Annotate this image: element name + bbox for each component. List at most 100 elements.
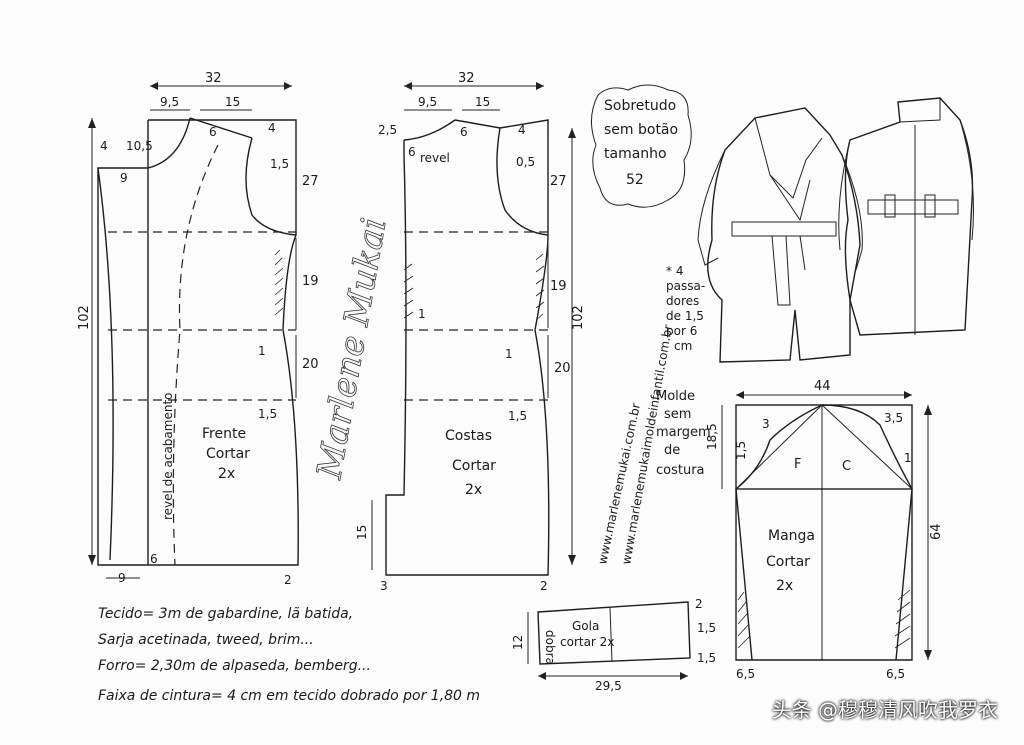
back-waist-in-label: 1 [418, 307, 426, 321]
sleeve-qty: 2x [776, 578, 793, 594]
molde-note: Molde sem margem de costura [656, 389, 711, 478]
belt-note-5: por 6 [666, 324, 697, 338]
sleeve-front-letter: F [794, 457, 801, 472]
back-facing-label: revel [420, 151, 450, 165]
sleeve-back-curve-label: 3,5 [884, 411, 903, 425]
front-shoulder-drop-label: 4 [268, 121, 276, 135]
fabric-notes: Tecido= 3m de gabardine, lã batida, Sarj… [98, 606, 480, 704]
front-qty: 2x [218, 466, 235, 482]
title-line-1: Sobretudo [604, 98, 676, 114]
belt-note-3: dores [666, 294, 699, 308]
back-bottom-right-label: 2 [540, 579, 548, 593]
notes-line-3: Forro= 2,30m de alpaseda, bemberg... [98, 658, 371, 674]
back-bottom-left-label: 3 [380, 579, 388, 593]
back-hem-adj-label: 1,5 [508, 409, 527, 423]
back-shoulder-drop-label: 4 [518, 123, 526, 137]
back-neck-label: 9,5 [418, 95, 437, 109]
sleeve-length-label: 64 [929, 523, 944, 540]
back-hip-label: 20 [554, 361, 571, 376]
title-cloud: Sobretudo sem botão tamanho 52 [591, 84, 692, 208]
back-neck-drop-label: 2,5 [378, 123, 397, 137]
back-waist-hatch-left [403, 263, 414, 319]
front-waist-label: 19 [302, 274, 319, 289]
front-bottom-right-label: 2 [284, 573, 292, 587]
belt-note-6: cm [674, 339, 692, 353]
belt-note-4: de 1,5 [666, 309, 704, 323]
sleeve-cap-label: 18,5 [705, 423, 719, 450]
belt-note: * 4 passa- dores de 1,5 por 6 cm [666, 264, 705, 353]
collar-cut: cortar 2x [560, 635, 614, 649]
collar-piece: dobra Gola cortar 2x 12 29,5 2 1,5 1,5 [511, 597, 716, 693]
collar-width-label: 29,5 [595, 679, 622, 693]
belt-note-2: passa- [666, 279, 705, 293]
front-name: Frente [202, 426, 246, 442]
back-arm-adj-label: 0,5 [516, 155, 535, 169]
back-name: Costas [445, 428, 492, 444]
front-facing-width-label: 6 [150, 552, 158, 566]
back-hip-in-label: 1 [505, 347, 513, 361]
molde-note-2: sem [664, 407, 691, 422]
back-waist-label: 19 [550, 279, 567, 294]
back-piece: 32 9,5 15 6 4 2,5 6 revel 0,5 27 19 20 1… [355, 71, 586, 593]
back-shoulder-label: 15 [475, 95, 490, 109]
sleeve-cut: Cortar [766, 554, 810, 570]
back-qty: 2x [465, 482, 482, 498]
back-collar-mark-label: 6 [408, 145, 416, 159]
front-hip-in-label: 1 [258, 344, 266, 358]
front-side-neck-label: 4 [100, 139, 108, 153]
molde-note-1: Molde [656, 389, 695, 404]
molde-note-5: costura [656, 463, 705, 478]
sleeve-name: Manga [768, 528, 815, 544]
back-slit-label: 15 [355, 525, 369, 540]
molde-note-4: de [664, 443, 680, 458]
sleeve-hatch-left [737, 591, 751, 649]
front-shoulder-label: 15 [225, 95, 240, 109]
front-neck-drop-label: 10,5 [126, 139, 153, 153]
front-facing-label: revel de acabamento [161, 393, 175, 521]
front-width-label: 32 [205, 71, 222, 86]
notes-line-2: Sarja acetinada, tweed, brim... [98, 632, 314, 648]
front-hip-label: 20 [302, 357, 319, 372]
front-length-label: 102 [77, 305, 92, 330]
collar-name: Gola [572, 619, 599, 633]
back-armhole-label: 27 [550, 174, 567, 189]
sleeve-hatch-right [894, 589, 911, 649]
front-neck-label: 9,5 [160, 95, 179, 109]
sleeve-right-adj-label: 1 [904, 451, 912, 465]
watermark: 头条 @穆穆清风吹我罗衣 [771, 698, 998, 722]
back-waist-hatch-right [535, 253, 545, 321]
belt-note-1: * 4 [666, 264, 683, 278]
sleeve-left-adj-label: 1,5 [734, 441, 748, 460]
collar-right-adj-1-label: 1,5 [697, 621, 716, 635]
front-arm-adj-label: 1,5 [270, 157, 289, 171]
collar-right-adj-2-label: 1,5 [697, 651, 716, 665]
notes-line-1: Tecido= 3m de gabardine, lã batida, [98, 606, 353, 622]
sleeve-bottom-right-label: 6,5 [886, 667, 905, 681]
notes-line-4: Faixa de cintura= 4 cm em tecido dobrado… [98, 688, 480, 704]
front-chest-label: 9 [120, 171, 128, 185]
back-cut: Cortar [452, 458, 496, 474]
collar-fold-label: dobra [543, 630, 557, 665]
front-waist-hatch [274, 249, 284, 316]
collar-top-adj-label: 2 [695, 597, 703, 611]
sleeve-bottom-left-label: 6,5 [736, 667, 755, 681]
back-width-label: 32 [458, 71, 475, 86]
signature: Marlene Mukai [309, 215, 394, 483]
front-cut: Cortar [206, 446, 250, 462]
front-piece: 32 9,5 15 6 4 10,5 4 9 27 1,5 19 20 1 1,… [77, 71, 319, 587]
coat-back-illustration [838, 97, 974, 336]
sleeve-back-letter: C [842, 459, 851, 474]
back-dart-label: 6 [460, 125, 468, 139]
sleeve-front-curve-label: 3 [762, 417, 770, 431]
molde-note-3: margem [656, 425, 711, 440]
back-length-label: 102 [571, 305, 586, 330]
front-armhole-label: 27 [302, 174, 319, 189]
sleeve-piece: 44 18,5 3 3,5 1,5 1 64 F C Manga Cortar … [705, 379, 944, 681]
title-line-2: sem botão [604, 122, 678, 138]
front-bottom-left-label: 9 [118, 571, 126, 585]
coat-front-illustration [697, 107, 863, 363]
collar-height-label: 12 [511, 635, 525, 650]
title-line-3: tamanho [604, 146, 667, 162]
front-dart-label: 6 [209, 125, 217, 139]
